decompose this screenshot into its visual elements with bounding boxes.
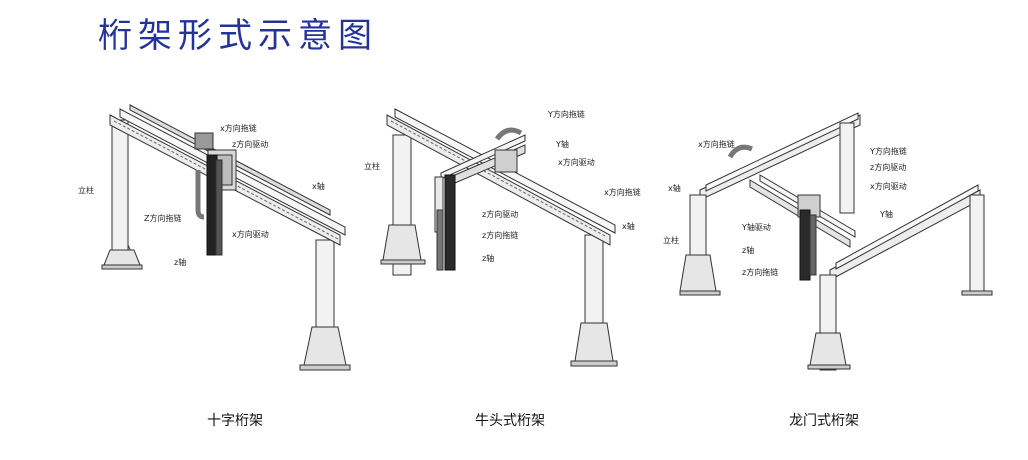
label-x-drag-chain-1: x方向拖链 bbox=[220, 124, 257, 133]
label-x-drive-2: x方向驱动 bbox=[558, 158, 595, 167]
portal-gantry-diagram bbox=[679, 95, 1000, 395]
portal-gantry-drawing bbox=[679, 112, 993, 371]
label-x-axis-3: x轴 bbox=[668, 184, 681, 193]
label-column-2: 立柱 bbox=[364, 162, 380, 171]
label-y-drag-chain-2: Y方向拖链 bbox=[548, 110, 585, 119]
label-y-drag-chain-3: Y方向拖链 bbox=[870, 147, 907, 156]
label-z-axis-2: z轴 bbox=[482, 254, 495, 263]
label-z-drag-chain-3: z方向拖链 bbox=[742, 268, 779, 277]
label-column-1: 立柱 bbox=[78, 186, 94, 195]
cantilever-gantry-diagram bbox=[375, 95, 645, 395]
label-z-drive-3: z方向驱动 bbox=[870, 163, 907, 172]
cross-gantry-drawing bbox=[101, 104, 351, 371]
label-x-drive-3: x方向驱动 bbox=[870, 182, 907, 191]
label-z-drive-1: z方向驱动 bbox=[232, 140, 269, 149]
caption-cross-gantry: 十字桁架 bbox=[207, 413, 263, 429]
label-z-drive-2: z方向驱动 bbox=[482, 210, 519, 219]
label-z-axis-3: z轴 bbox=[742, 246, 755, 255]
caption-portal-gantry: 龙门式桁架 bbox=[789, 413, 859, 429]
label-x-drive-1: x方向驱动 bbox=[232, 230, 269, 239]
label-y-drive-3: Y轴驱动 bbox=[742, 223, 771, 232]
label-y-axis-3: Y轴 bbox=[880, 210, 893, 219]
cross-gantry-diagram bbox=[90, 95, 370, 395]
label-z-drag-chain-2: z方向拖链 bbox=[482, 231, 519, 240]
label-z-drag-chain-1: Z方向拖链 bbox=[144, 214, 182, 223]
caption-cantilever-gantry: 牛头式桁架 bbox=[475, 413, 545, 429]
label-y-axis-2: Y轴 bbox=[556, 140, 569, 149]
label-x-axis-1: x轴 bbox=[312, 182, 325, 191]
label-x-drag-chain-2: x方向拖链 bbox=[604, 188, 641, 197]
label-x-axis-2: x轴 bbox=[622, 222, 635, 231]
page-title: 桁架形式示意图 bbox=[98, 16, 378, 56]
label-column-3: 立柱 bbox=[663, 236, 679, 245]
cantilever-gantry-drawing bbox=[380, 108, 618, 367]
label-x-drag-chain-3: x方向拖链 bbox=[698, 140, 735, 149]
label-z-axis-1: z轴 bbox=[174, 258, 187, 267]
